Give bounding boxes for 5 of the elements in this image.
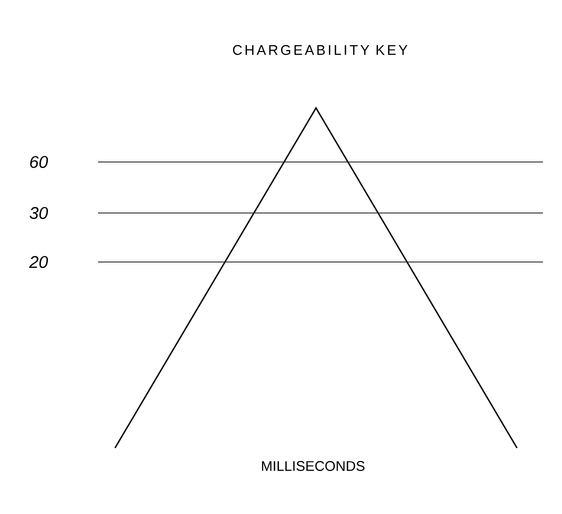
level-value: 30 (30, 206, 48, 220)
axis-label: MILLISECONDS (262, 461, 364, 471)
level-value: 20 (29, 256, 48, 268)
level-value: 60 (30, 156, 48, 168)
title: CHARGEABILITY KEY (233, 45, 408, 55)
